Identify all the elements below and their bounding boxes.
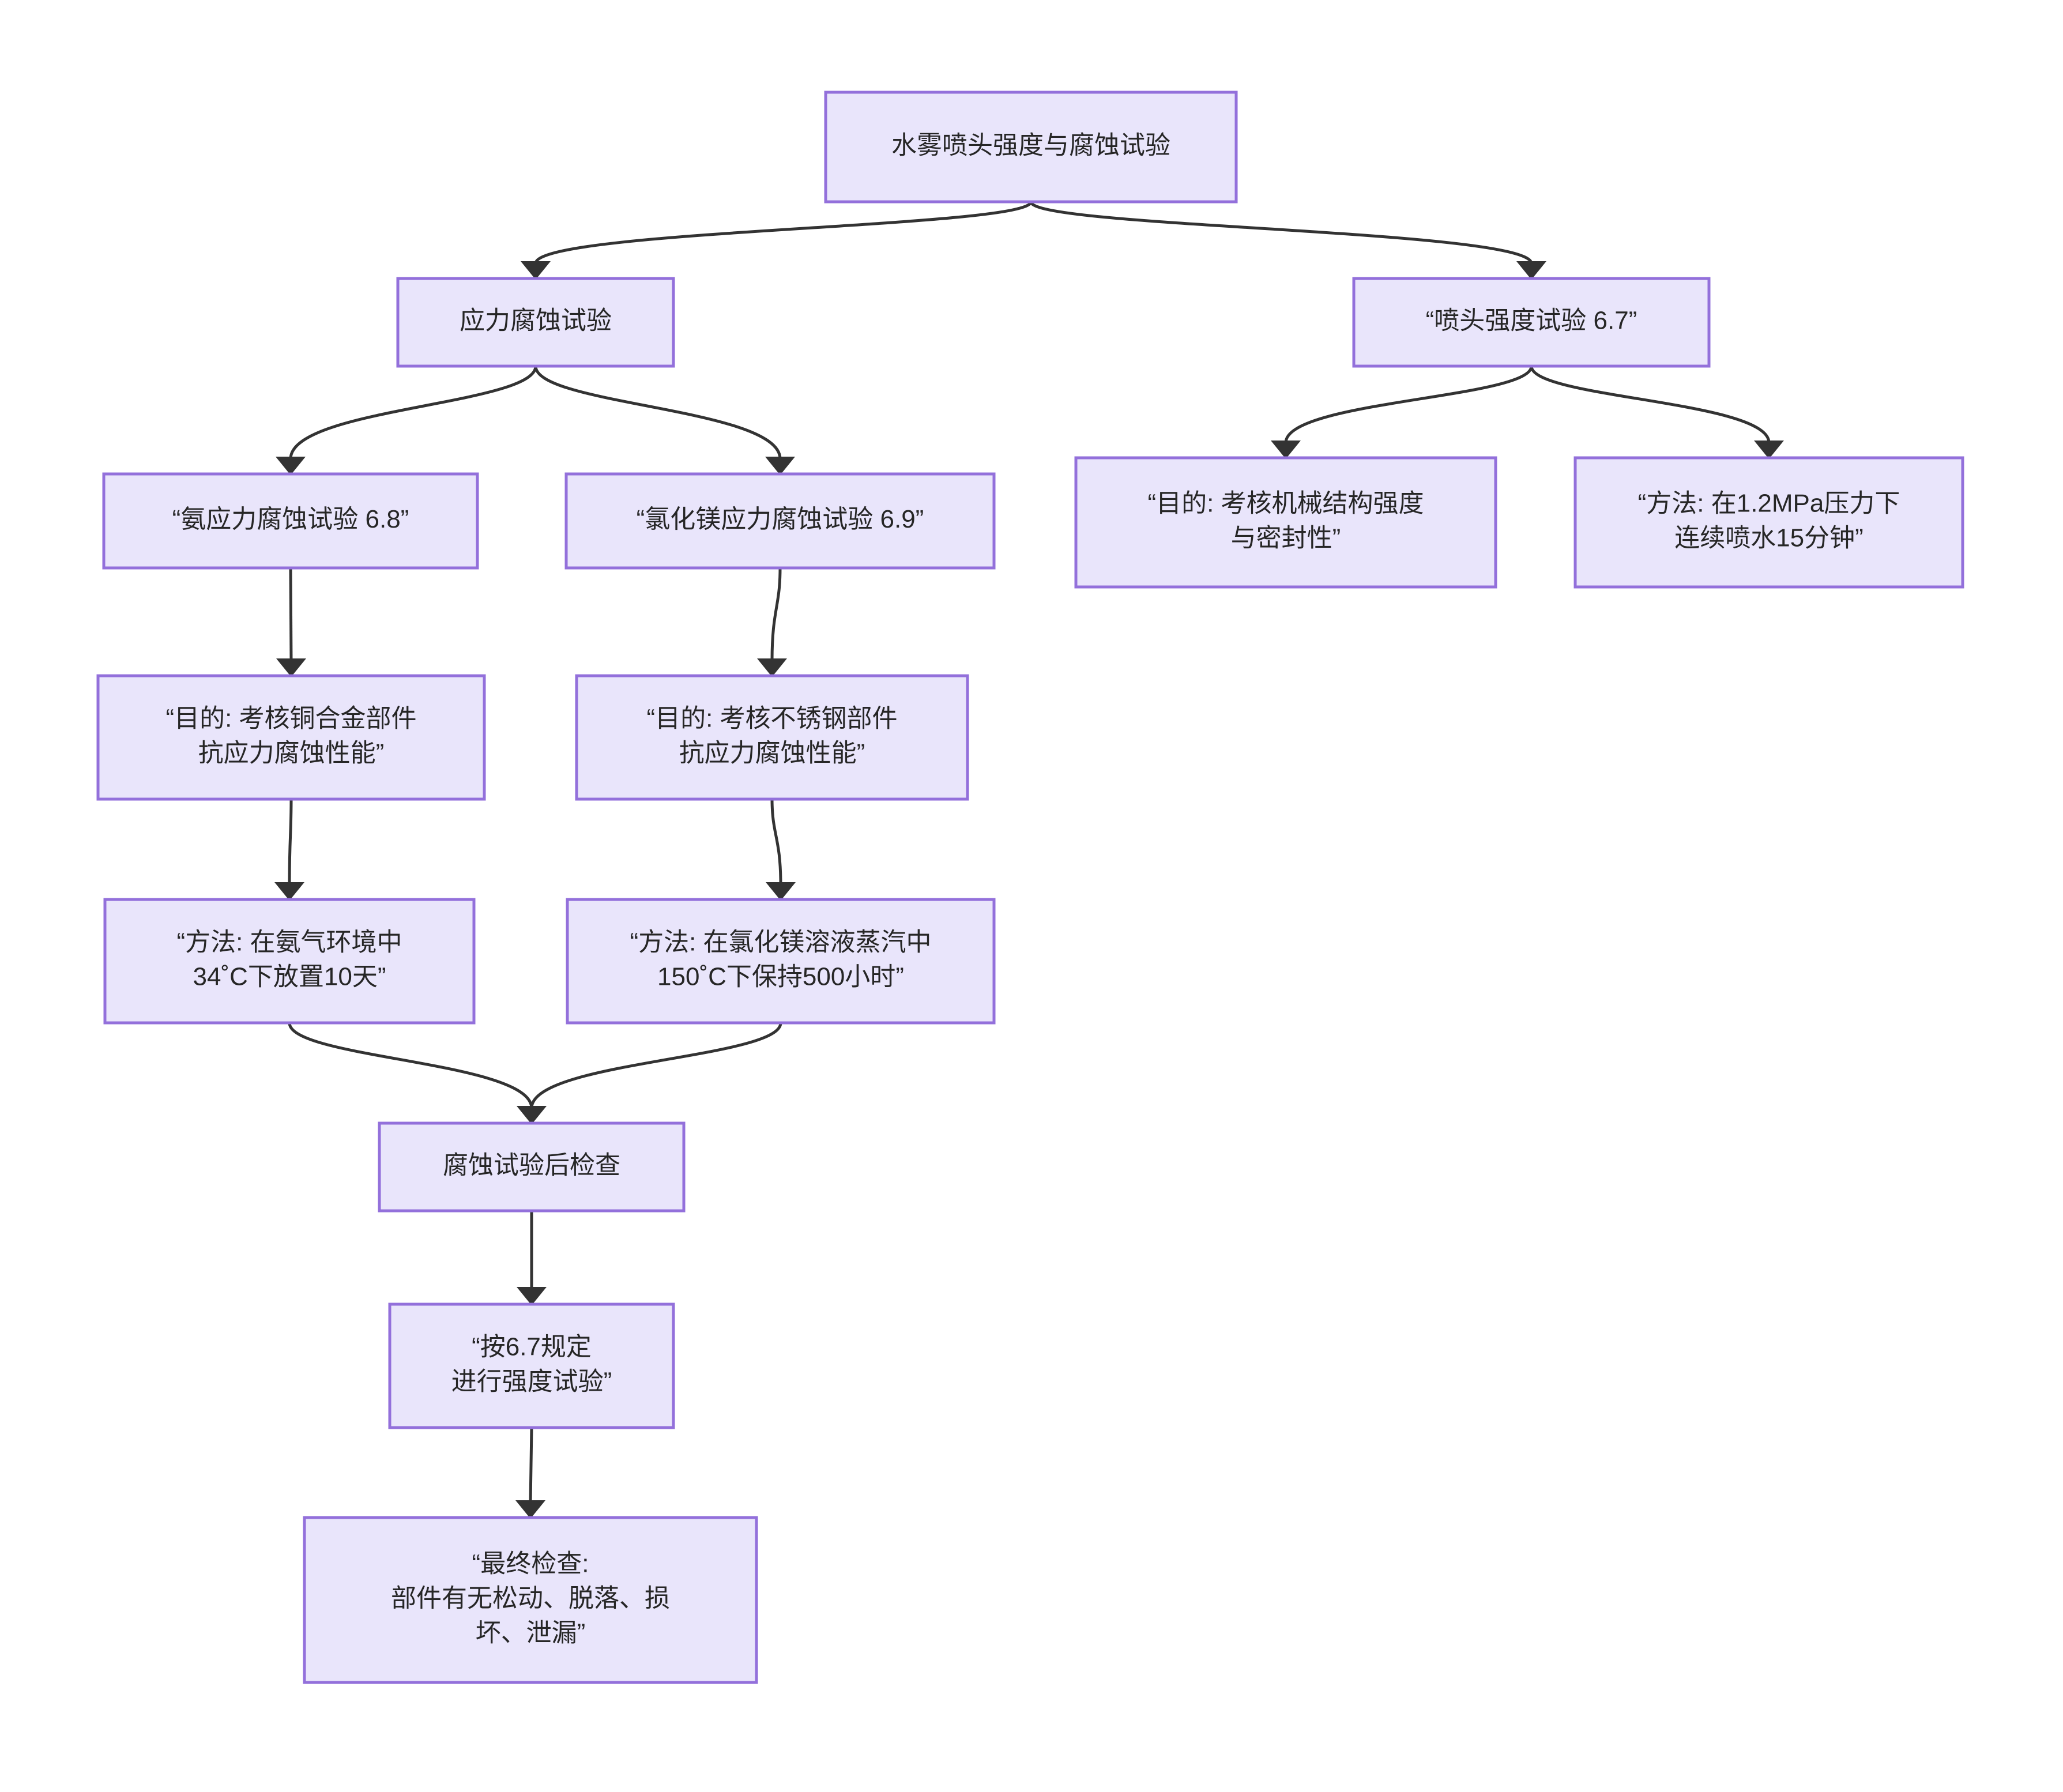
- node-box-method-1-2mpa-spray-15min[interactable]: [1573, 456, 1964, 589]
- node-label-magnesium-chloride-stress-corrosion-6-9-line-1: “氯化镁应力腐蚀试验 6.9”: [637, 505, 924, 533]
- edge-stress-to-magnesium-arrowhead: [765, 457, 795, 475]
- edge-method-magnesium-to-inspection-line: [530, 1022, 782, 1109]
- edge-ammonia-to-purpose: [276, 567, 306, 677]
- node-label-method-magnesium-chloride-150c-500h-line-2: 150˚C下保持500小时”: [657, 963, 904, 991]
- node-stress-corrosion-test[interactable]: 应力腐蚀试验: [396, 277, 675, 368]
- node-label-method-1-2mpa-spray-15min-line-2: 连续喷水15分钟”: [1674, 524, 1864, 552]
- node-box-purpose-copper-alloy-anti-stress-corrosion[interactable]: [96, 674, 486, 801]
- edge-strength-test-to-final-line: [529, 1427, 533, 1503]
- node-label-strength-test-per-6-7-line-1: “按6.7规定: [472, 1333, 592, 1361]
- node-label-stress-corrosion-test-line-1: 应力腐蚀试验: [460, 307, 612, 335]
- edge-method-ammonia-to-inspection-line: [288, 1022, 533, 1109]
- edge-purpose-to-method-ammonia-arrowhead: [274, 882, 304, 901]
- edge-root-to-nozzle-strength-line: [1029, 201, 1533, 264]
- node-box-method-magnesium-chloride-150c-500h[interactable]: [566, 898, 996, 1025]
- node-label-final-inspection-line-2: 部件有无松动、脱落、损: [391, 1584, 670, 1613]
- edge-nozzle-to-method-line: [1530, 366, 1771, 443]
- node-box-nozzle-strength-test-6-7[interactable]: [1352, 277, 1711, 368]
- node-label-purpose-mechanical-strength-sealing-line-2: 与密封性”: [1231, 524, 1341, 552]
- edge-root-to-stress-corrosion-arrowhead: [521, 261, 551, 280]
- node-label-final-inspection-line-3: 坏、泄漏”: [476, 1619, 586, 1647]
- edge-nozzle-to-method-arrowhead: [1754, 441, 1784, 459]
- node-label-ammonia-stress-corrosion-6-8-line-1: “氨应力腐蚀试验 6.8”: [172, 505, 409, 533]
- edge-magnesium-to-purpose-arrowhead: [757, 658, 787, 677]
- node-final-inspection[interactable]: “最终检查: 部件有无松动、脱落、损坏、泄漏”: [303, 1516, 758, 1684]
- node-box-stress-corrosion-test[interactable]: [396, 277, 675, 368]
- node-label-root-water-mist-nozzle-test-line-1: 水雾喷头强度与腐蚀试验: [891, 131, 1170, 160]
- edge-ammonia-to-purpose-arrowhead: [276, 658, 306, 677]
- edge-method-magnesium-to-inspection: [517, 1022, 782, 1124]
- node-box-purpose-mechanical-strength-sealing[interactable]: [1074, 456, 1497, 589]
- edge-magnesium-to-purpose: [757, 567, 787, 677]
- node-label-method-magnesium-chloride-150c-500h-line-1: “方法: 在氯化镁溶液蒸汽中: [630, 928, 931, 957]
- node-box-post-corrosion-inspection[interactable]: [378, 1121, 686, 1213]
- node-label-purpose-mechanical-strength-sealing-line-1: “目的: 考核机械结构强度: [1147, 490, 1424, 518]
- node-method-ammonia-34c-10days[interactable]: “方法: 在氨气环境中 34˚C下放置10天”: [103, 898, 476, 1025]
- edge-nozzle-to-purpose-arrowhead: [1271, 441, 1301, 459]
- node-label-nozzle-strength-test-6-7-line-1: “喷头强度试验 6.7”: [1426, 307, 1637, 335]
- node-label-strength-test-per-6-7-line-2: 进行强度试验”: [451, 1368, 612, 1396]
- edge-nozzle-to-method: [1530, 366, 1784, 459]
- node-label-method-1-2mpa-spray-15min-line-1: “方法: 在1.2MPa压力下: [1638, 490, 1900, 518]
- node-root-water-mist-nozzle-test[interactable]: 水雾喷头强度与腐蚀试验: [824, 91, 1238, 204]
- node-label-purpose-copper-alloy-anti-stress-corrosion-line-1: “目的: 考核铜合金部件: [165, 705, 416, 733]
- edge-stress-to-magnesium: [534, 366, 795, 475]
- node-nozzle-strength-test-6-7[interactable]: “喷头强度试验 6.7”: [1352, 277, 1711, 368]
- edge-method-magnesium-to-inspection-arrowhead: [517, 1106, 547, 1124]
- node-post-corrosion-inspection[interactable]: 腐蚀试验后检查: [378, 1121, 686, 1213]
- edge-stress-to-magnesium-line: [534, 366, 782, 460]
- edge-purpose-to-method-magnesium-arrowhead: [766, 882, 796, 901]
- edge-purpose-to-method-magnesium: [766, 799, 796, 901]
- node-box-strength-test-per-6-7[interactable]: [388, 1302, 675, 1429]
- node-label-purpose-stainless-steel-anti-stress-corrosion-line-1: “目的: 考核不锈钢部件: [646, 705, 897, 733]
- edge-strength-test-to-final-arrowhead: [515, 1500, 545, 1519]
- edge-purpose-to-method-ammonia: [274, 799, 304, 901]
- edge-root-to-nozzle-strength-arrowhead: [1516, 261, 1546, 280]
- node-box-method-ammonia-34c-10days[interactable]: [103, 898, 476, 1025]
- edge-stress-to-ammonia-arrowhead: [276, 457, 306, 475]
- edge-nozzle-to-purpose-line: [1284, 366, 1533, 443]
- edge-inspection-to-strength-test: [517, 1211, 547, 1305]
- node-label-purpose-copper-alloy-anti-stress-corrosion-line-2: 抗应力腐蚀性能”: [198, 739, 385, 767]
- edge-root-to-nozzle-strength: [1029, 201, 1546, 280]
- node-box-final-inspection[interactable]: [303, 1516, 758, 1684]
- edge-strength-test-to-final: [515, 1427, 545, 1519]
- edge-inspection-to-strength-test-arrowhead: [517, 1287, 547, 1305]
- node-method-magnesium-chloride-150c-500h[interactable]: “方法: 在氯化镁溶液蒸汽中 150˚C下保持500小时”: [566, 898, 996, 1025]
- node-ammonia-stress-corrosion-6-8[interactable]: “氨应力腐蚀试验 6.8”: [102, 472, 479, 570]
- edge-purpose-to-method-ammonia-line: [288, 799, 293, 885]
- node-label-method-ammonia-34c-10days-line-1: “方法: 在氨气环境中: [176, 928, 402, 957]
- edge-nozzle-to-purpose: [1271, 366, 1533, 459]
- edge-stress-to-ammonia: [276, 366, 537, 475]
- node-box-purpose-stainless-steel-anti-stress-corrosion[interactable]: [575, 674, 969, 801]
- edge-method-ammonia-to-inspection: [288, 1022, 547, 1124]
- node-label-purpose-stainless-steel-anti-stress-corrosion-line-2: 抗应力腐蚀性能”: [679, 739, 865, 767]
- edge-root-to-stress-corrosion: [521, 201, 1033, 280]
- node-box-magnesium-chloride-stress-corrosion-6-9[interactable]: [564, 472, 996, 570]
- edge-root-to-stress-corrosion-line: [534, 201, 1033, 264]
- node-box-ammonia-stress-corrosion-6-8[interactable]: [102, 472, 479, 570]
- node-magnesium-chloride-stress-corrosion-6-9[interactable]: “氯化镁应力腐蚀试验 6.9”: [564, 472, 996, 570]
- node-box-root-water-mist-nozzle-test[interactable]: [824, 91, 1238, 204]
- node-label-final-inspection-line-1: “最终检查:: [472, 1550, 589, 1578]
- edge-magnesium-to-purpose-line: [770, 567, 782, 661]
- node-label-method-ammonia-34c-10days-line-2: 34˚C下放置10天”: [193, 963, 386, 991]
- node-label-post-corrosion-inspection-line-1: 腐蚀试验后检查: [443, 1151, 620, 1180]
- edge-purpose-to-method-magnesium-line: [770, 799, 782, 885]
- edge-layer: [274, 201, 1784, 1519]
- edge-stress-to-ammonia-line: [289, 366, 537, 460]
